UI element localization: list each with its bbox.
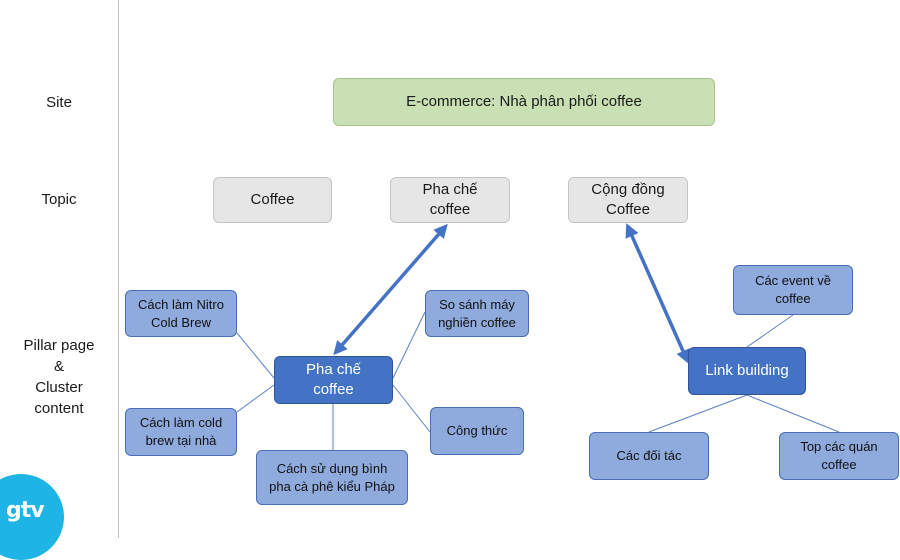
connector-nitro: [236, 332, 275, 379]
cluster-node-cold-brew: Cách làm cold brew tại nhà: [125, 408, 237, 456]
row-label-site: Site: [46, 94, 72, 111]
cluster-node-top-quan-label: Top các quán coffee: [800, 439, 878, 472]
connector-top-quan: [746, 394, 840, 433]
topic-node-cong-dong-label: Cộng đồng Coffee: [591, 180, 665, 218]
connector-event: [746, 314, 794, 348]
connector-layer: [236, 223, 840, 450]
cluster-node-top-quan: Top các quán coffee: [779, 432, 899, 480]
topic-node-pha-che: Pha chế coffee: [390, 177, 510, 223]
cluster-node-nitro-label: Cách làm Nitro Cold Brew: [138, 296, 224, 330]
connector-cong-thuc: [392, 384, 431, 433]
cluster-node-cong-thuc: Công thức: [430, 407, 524, 455]
cluster-node-nitro: Cách làm Nitro Cold Brew: [125, 290, 237, 337]
cluster-node-so-sanh: So sánh máy nghiền coffee: [425, 290, 529, 337]
cluster-node-so-sanh-label: So sánh máy nghiền coffee: [438, 296, 516, 330]
row-divider: [118, 0, 119, 538]
arrow-pha-che: [333, 223, 448, 356]
cluster-node-event-label: Các event về coffee: [755, 273, 831, 306]
connector-cold-brew: [236, 384, 275, 413]
cluster-node-doi-tac: Các đối tác: [589, 432, 709, 480]
pillar-node-link-building: Link building: [688, 347, 806, 395]
topic-node-cong-dong: Cộng đồng Coffee: [568, 177, 688, 223]
site-node: E-commerce: Nhà phân phối coffee: [333, 78, 715, 126]
row-label-pillar: Pillar page & Cluster content: [23, 337, 95, 417]
cluster-node-binh-phap-label: Cách sử dụng bình pha cà phê kiểu Pháp: [269, 460, 395, 494]
pillar-node-pha-che-label: Pha chế coffee: [305, 360, 362, 398]
cluster-node-binh-phap: Cách sử dụng bình pha cà phê kiểu Pháp: [256, 450, 408, 505]
topic-node-coffee: Coffee: [213, 177, 332, 223]
cluster-node-event: Các event về coffee: [733, 265, 853, 315]
connector-doi-tac: [648, 394, 748, 433]
row-label-topic: Topic: [41, 191, 77, 208]
topic-node-pha-che-label: Pha chế coffee: [422, 180, 478, 218]
connector-so-sanh: [392, 311, 426, 379]
arrow-cong-dong: [625, 223, 690, 364]
gtv-logo-text: gtv: [6, 498, 45, 523]
cluster-node-cold-brew-label: Cách làm cold brew tại nhà: [139, 415, 223, 448]
pillar-node-pha-che: Pha chế coffee: [274, 356, 393, 404]
